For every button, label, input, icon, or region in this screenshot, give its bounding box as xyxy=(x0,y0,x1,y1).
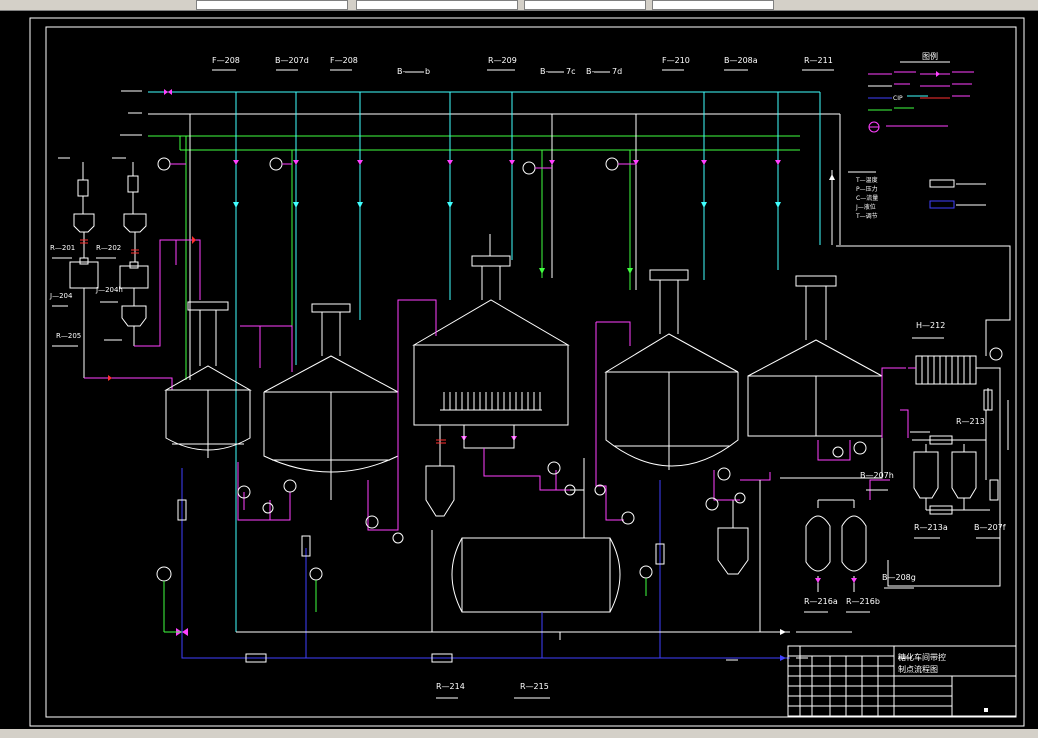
label-r205: R—205 xyxy=(56,332,81,340)
title-line-2: 制点流程图 xyxy=(898,664,938,674)
title-block xyxy=(787,645,1017,717)
legend-item-5: T—调节 xyxy=(855,212,878,220)
toolbar-strip xyxy=(0,0,1038,11)
label-b207h: B—207h xyxy=(860,471,894,480)
label-r213: R—213 xyxy=(956,417,985,426)
label-f208b: F—208 xyxy=(330,56,358,65)
legend-cip: CIP xyxy=(893,95,903,102)
label-r214: R—214 xyxy=(436,682,465,691)
label-b208a: B—208a xyxy=(724,56,758,65)
legend-abbrev: T—温度 P—压力 C—流量 J—液位 T—调节 xyxy=(848,171,986,220)
label-b-7c-suffix: 7c xyxy=(566,67,576,76)
label-h212: H—212 xyxy=(916,321,945,330)
label-r216a: R—216a xyxy=(804,597,838,606)
label-b-b-suffix: b xyxy=(425,67,430,76)
vessel-2 xyxy=(263,303,399,500)
label-r211: R—211 xyxy=(804,56,833,65)
label-r209: R—209 xyxy=(488,56,517,65)
label-b-7d-suffix: 7d xyxy=(612,67,622,76)
status-strip xyxy=(0,729,1038,738)
label-j204h: J—204h xyxy=(95,286,123,294)
lauter-grid xyxy=(443,392,541,410)
vessel-1 xyxy=(164,301,252,458)
heat-exchanger xyxy=(915,355,977,385)
label-b-b: B— xyxy=(397,67,411,76)
whirlpool-tank xyxy=(747,275,883,437)
toolbar-field-2[interactable] xyxy=(356,0,518,10)
outer-frame xyxy=(29,17,1025,727)
toolbar-field-1[interactable] xyxy=(196,0,348,10)
label-f210: F—210 xyxy=(662,56,690,65)
label-b207f: B—207f xyxy=(974,523,1006,532)
label-b208g: B—208g xyxy=(882,573,916,582)
legend-item-4: J—液位 xyxy=(855,203,876,211)
storage-tank xyxy=(451,537,621,613)
legend-header: 图例 xyxy=(922,51,938,61)
boil-kettle xyxy=(604,269,739,470)
legend-item-2: P—压力 xyxy=(856,185,878,193)
toolbar-field-4[interactable] xyxy=(652,0,774,10)
lauter-tun xyxy=(412,234,570,426)
inner-frame xyxy=(45,26,1017,718)
title-line-1: 糖化车间带控 xyxy=(898,652,946,662)
label-r201: R—201 xyxy=(50,244,75,252)
label-j204: J—204 xyxy=(49,292,73,300)
legend-item-3: C—流量 xyxy=(856,194,878,202)
label-b207d: B—207d xyxy=(275,56,309,65)
legend-item-1: T—温度 xyxy=(855,176,878,184)
label-r202: R—202 xyxy=(96,244,121,252)
toolbar-field-3[interactable] xyxy=(524,0,646,10)
label-r215: R—215 xyxy=(520,682,549,691)
legend: 图例 CIP xyxy=(868,51,974,133)
label-b-7d: B— xyxy=(586,67,600,76)
label-r213a: R—213a xyxy=(914,523,948,532)
label-f208a: F—208 xyxy=(212,56,240,65)
label-b-7c: B— xyxy=(540,67,554,76)
pressure-vessels xyxy=(805,499,867,592)
label-r216b: R—216b xyxy=(846,597,880,606)
